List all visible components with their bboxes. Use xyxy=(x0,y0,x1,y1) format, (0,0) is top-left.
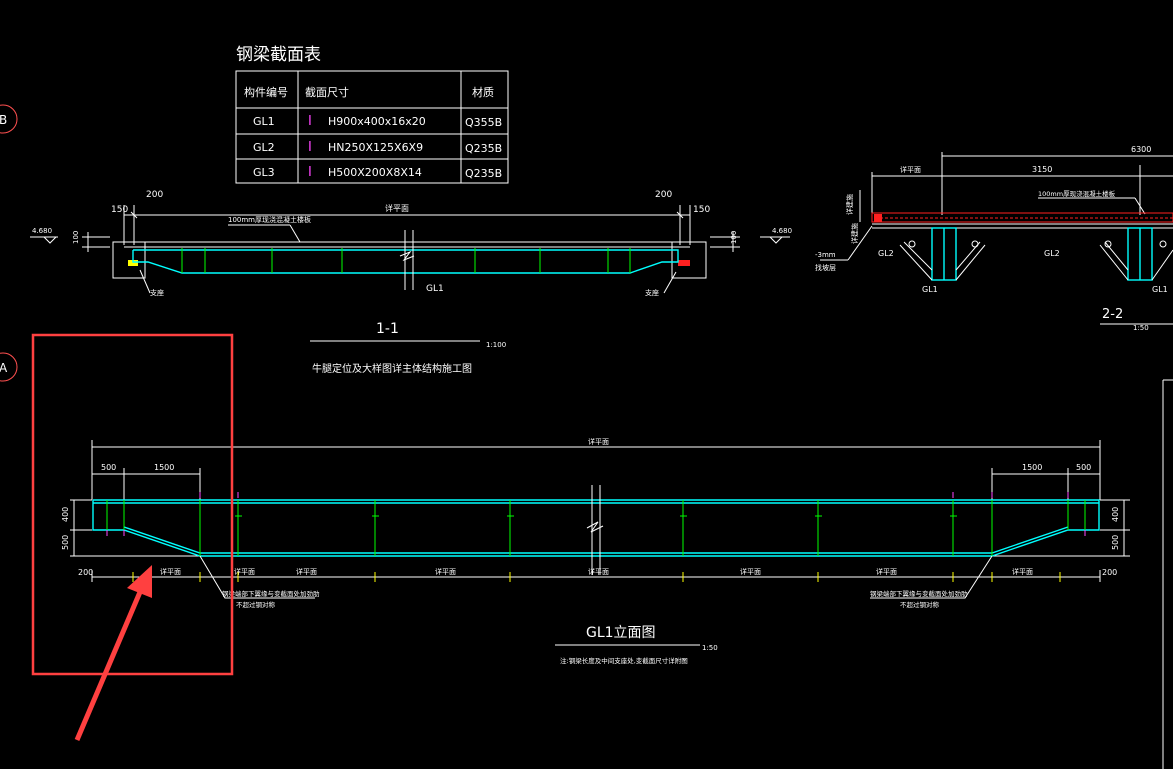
dim-1500-left: 1500 xyxy=(154,463,174,472)
note-right-2: 不超过钢对称 xyxy=(900,600,940,609)
gl1-elevation-title: GL1立面图 xyxy=(586,625,656,641)
section-table: 钢梁截面表 构件编号 截面尺寸 材质 GL1 I H900x400x16x20 … xyxy=(235,45,509,184)
i-beam-icon: I xyxy=(308,140,312,155)
gl1-label-a: GL1 xyxy=(922,285,938,294)
dim-1500-right: 1500 xyxy=(1022,463,1042,472)
dim-500-left-v: 500 xyxy=(61,535,70,550)
gl1-elevation: 详平面 500 1500 1500 500 400 500 400 500 xyxy=(61,437,1130,665)
gl1-label-b: GL1 xyxy=(1152,285,1168,294)
note-slab-2-2: 100mm厚现浇混凝土楼板 xyxy=(1038,189,1116,198)
dim-500-left: 500 xyxy=(101,463,116,472)
dim-200-left: 200 xyxy=(146,190,163,200)
svg-text:A: A xyxy=(0,361,8,375)
support-plate-left xyxy=(128,260,138,266)
note-slab-1-1: 100mm厚现浇混凝土楼板 xyxy=(228,215,311,224)
bottom-dim-8: 详平面 xyxy=(234,567,255,576)
support-right-label: 支座 xyxy=(645,288,659,297)
gl1-elevation-scale: 1:50 xyxy=(702,644,718,652)
dim-3150: 3150 xyxy=(1032,165,1052,174)
table-row-1-id: GL1 xyxy=(253,115,275,128)
note-left-2: 不超过钢对称 xyxy=(236,600,276,609)
note-left-mid: 详建施 xyxy=(850,223,859,244)
dim-200-right: 200 xyxy=(655,190,672,200)
svg-text:B: B xyxy=(0,113,7,127)
table-row-3-material: Q235B xyxy=(465,167,502,180)
dim-500-right: 500 xyxy=(1076,463,1091,472)
section-2-2: 6300 3150 详平面 100mm厚现浇混凝土楼板 详建施 详建施 xyxy=(815,145,1173,332)
gl2-label-a: GL2 xyxy=(878,249,894,258)
dim-500-right-v: 500 xyxy=(1111,535,1120,550)
section-1-1-caption: 牛腿定位及大样图详主体结构施工图 xyxy=(312,362,472,375)
section-1-1: 150 200 200 150 详平面 100mm厚现浇混凝土楼板 4 xyxy=(30,190,792,375)
dim-400-right-v: 400 xyxy=(1111,507,1120,522)
section-2-2-title: 2-2 xyxy=(1102,307,1123,322)
table-row-2-size: HN250X125X6X9 xyxy=(328,141,423,154)
grid-marker-a: A xyxy=(0,352,18,382)
dim-6300: 6300 xyxy=(1131,145,1151,154)
note-right-1: 钢梁端部下翼缘与变截面处加劲肋 xyxy=(870,589,968,598)
dim-200-right: 200 xyxy=(1102,568,1117,577)
gl1-elevation-note: 注:钢梁长度及中间支座处,变截面尺寸详附图 xyxy=(560,656,688,665)
table-header-size: 截面尺寸 xyxy=(305,85,349,99)
dim-200-left: 200 xyxy=(78,568,93,577)
dim-100-left: 100 xyxy=(72,231,80,244)
table-row-2-material: Q235B xyxy=(465,142,502,155)
highlight-box xyxy=(31,333,234,676)
note-left-bottom: -3mm xyxy=(815,251,836,259)
note-left-bottom-2: 找坡层 xyxy=(815,263,836,272)
table-header-material: 材质 xyxy=(472,85,494,99)
dim-100-right: 100 xyxy=(730,231,738,244)
bottom-dim-5: 详平面 xyxy=(740,567,761,576)
bottom-dim-3: 详平面 xyxy=(435,567,456,576)
i-beam-icon: I xyxy=(308,114,312,129)
dim-150-right: 150 xyxy=(693,205,710,215)
note-left-top: 详建施 xyxy=(845,194,854,215)
dim-150-left: 150 xyxy=(111,205,128,215)
dim-center-label: 详平面 xyxy=(385,203,409,213)
dim-overall: 详平面 xyxy=(588,437,609,446)
table-header-id: 构件编号 xyxy=(244,85,288,99)
section-1-1-title: 1-1 xyxy=(376,321,399,337)
bottom-dim-4: 详平面 xyxy=(588,567,609,576)
table-row-3-id: GL3 xyxy=(253,166,275,179)
gl2-label-b: GL2 xyxy=(1044,249,1060,258)
bottom-dim-6: 详平面 xyxy=(876,567,897,576)
dim-400-left-v: 400 xyxy=(61,507,70,522)
note-left-1: 钢梁端部下翼缘与变截面处加劲肋 xyxy=(222,589,320,598)
table-row-1-size: H900x400x16x20 xyxy=(328,115,426,128)
grid-marker-b: B xyxy=(0,104,18,134)
table-row-2-id: GL2 xyxy=(253,141,275,154)
table-row-1-material: Q355B xyxy=(465,116,502,129)
section-2-2-scale: 1:50 xyxy=(1133,324,1149,332)
bottom-dim-7: 详平面 xyxy=(1012,567,1033,576)
support-left-label: 支座 xyxy=(150,288,164,297)
bottom-dim-2: 详平面 xyxy=(296,567,317,576)
beam-label-gl1: GL1 xyxy=(426,284,444,294)
dim-plan-2-2: 详平面 xyxy=(900,165,921,174)
table-row-3-size: H500X200X8X14 xyxy=(328,166,422,179)
table-title: 钢梁截面表 xyxy=(236,45,321,65)
bottom-dim-1: 详平面 xyxy=(160,567,181,576)
support-plate-right xyxy=(678,260,690,266)
arrow-icon xyxy=(74,565,152,741)
elevation-left: 4.680 xyxy=(32,227,52,235)
elevation-right: 4.680 xyxy=(772,227,792,235)
section-1-1-scale: 1:100 xyxy=(486,341,506,349)
i-beam-icon: I xyxy=(308,165,312,180)
